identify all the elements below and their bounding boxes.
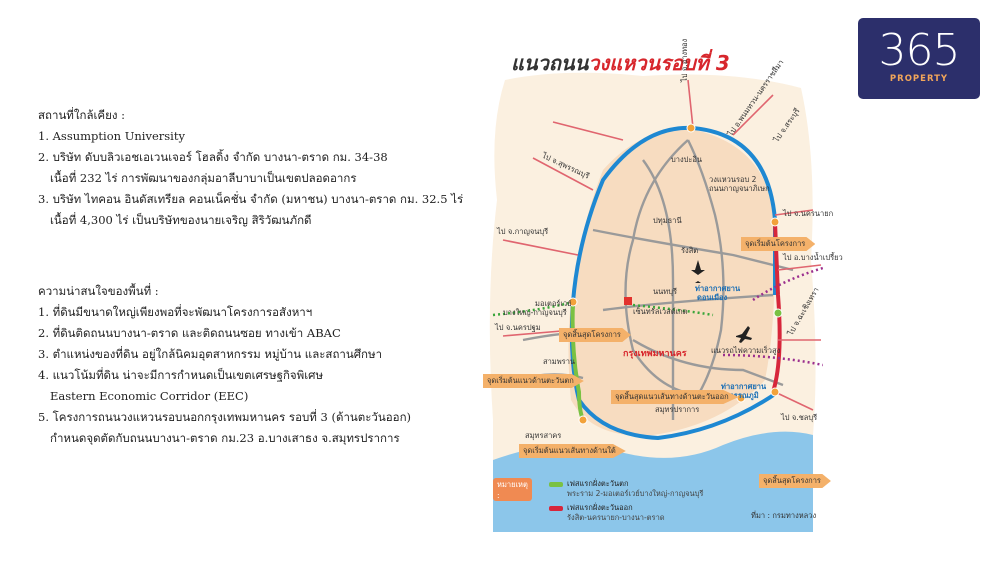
label-don-mueang-sub: ดอนเมือง bbox=[697, 293, 728, 302]
nearby-item-3: 3. บริษัท ไทคอน อินดัสเทรียล คอนเน็คชั่น… bbox=[38, 192, 464, 206]
interest-item-1: 1. ที่ดินมีขนาดใหญ่เพียงพอที่จะพัฒนาโครง… bbox=[38, 305, 313, 319]
label-to-angthong: ไป จ.อ่างทอง bbox=[680, 38, 689, 82]
interest-item-5-detail: กำหนดจุดตัดกับถนนบางนา-ตราด กม.23 อ.บางเ… bbox=[50, 431, 400, 445]
nearby-item-2: 2. บริษัท ดับบลิวเอชเอเวนเจอร์ โฮลดิ้ง จ… bbox=[38, 150, 388, 164]
interest-item-2: 2. ที่ดินติดถนนบางนา-ตราด และติดถนนซอย ท… bbox=[38, 326, 341, 340]
label-nonthaburi: นนทบุรี bbox=[653, 287, 677, 296]
map-source: ที่มา : กรมทางหลวง bbox=[751, 511, 817, 520]
legend-west-sub: พระราม 2-มอเตอร์เวย์บางใหญ่-กาญจนบุรี bbox=[567, 489, 704, 498]
label-ring2: วงแหวนรอบ 2 bbox=[709, 175, 757, 184]
label-high-speed-rail: แนวรถไฟความเร็วสูง bbox=[711, 346, 781, 355]
legend-west-title: เฟสแรกฝั่งตะวันตก bbox=[567, 479, 629, 488]
legend-east-swatch bbox=[549, 505, 563, 511]
label-samut-prakan: สมุทรปราการ bbox=[655, 405, 700, 414]
label-to-chonburi: ไป จ.ชลบุรี bbox=[781, 413, 818, 422]
map-title: แนวถนนวงแหวนรอบที่ 3 bbox=[511, 47, 730, 79]
nearby-places-section: สถานที่ใกล้เคียง : 1. Assumption Univers… bbox=[38, 105, 463, 231]
label-motorway-west: มอเตอร์เวย์ bbox=[535, 299, 572, 308]
nearby-heading: สถานที่ใกล้เคียง : bbox=[38, 108, 126, 122]
label-to-kanchanaburi: ไป จ.กาญจนบุรี bbox=[497, 227, 549, 236]
map-title-prefix: แนวถนน bbox=[511, 51, 589, 75]
legend-key: หมายเหตุ : bbox=[493, 478, 532, 501]
label-samphran: สามพราน bbox=[543, 357, 576, 366]
interest-item-4-detail: Eastern Economic Corridor (EEC) bbox=[50, 389, 249, 403]
label-bangkok: กรุงเทพมหานคร bbox=[623, 349, 687, 359]
nearby-item-2-detail: เนื้อที่ 232 ไร่ การพัฒนาของกลุ่มอาลีบาบ… bbox=[50, 171, 357, 185]
nearby-item-3-detail: เนื้อที่ 4,300 ไร่ เป็นบริษัทของนายเจริญ… bbox=[50, 213, 312, 227]
tag-start-project: จุดเริ่มต้นโครงการ bbox=[741, 237, 816, 251]
label-bang-pa-in: บางปะอิน bbox=[671, 155, 703, 164]
tag-start-south: จุดเริ่มต้นแนวเส้นทางด้านใต้ bbox=[519, 444, 626, 458]
label-rangsit: รังสิต bbox=[681, 246, 699, 255]
label-central-westgate: เซ็นทรัลเวสต์เกต bbox=[633, 307, 688, 316]
legend-east-sub: รังสิต-นครนายก-บางนา-ตราด bbox=[567, 513, 665, 522]
label-to-bangnamprieo: ไป อ.บางน้ำเปรี้ยว bbox=[783, 253, 843, 262]
logo-subtitle: PROPERTY bbox=[889, 74, 949, 84]
tag-end-east-south: จุดสิ้นสุดแนวเส้นทางด้านตะวันออก bbox=[611, 390, 739, 404]
map-title-highlight: วงแหวนรอบที่ 3 bbox=[588, 51, 730, 75]
interest-heading: ความน่าสนใจของพื้นที่ : bbox=[38, 284, 159, 298]
label-don-mueang: ท่าอากาศยาน bbox=[695, 284, 741, 293]
interest-item-4: 4. แนวโน้มที่ดิน น่าจะมีการกำหนดเป็นเขตเ… bbox=[38, 368, 324, 382]
label-pathum-thani: ปทุมธานี bbox=[653, 216, 682, 225]
label-to-nakhonpathom: ไป จ.นครปฐม bbox=[495, 323, 541, 332]
brand-logo: 365 PROPERTY bbox=[858, 18, 980, 99]
legend-west-row: เฟสแรกฝั่งตะวันตก bbox=[549, 478, 629, 490]
interest-item-3: 3. ตำแหน่งของที่ดิน อยู่ใกล้นิคมอุตสาหกร… bbox=[38, 347, 383, 361]
tag-end-project-se: จุดสิ้นสุดโครงการ bbox=[759, 474, 831, 488]
interest-item-5: 5. โครงการถนนวงแหวนรอบนอกกรุงเทพมหานคร ร… bbox=[38, 410, 412, 424]
label-ring2-sub: ถนนกาญจนาภิเษก bbox=[709, 184, 770, 193]
legend-east-row: เฟสแรกฝั่งตะวันออก bbox=[549, 502, 633, 514]
legend-west-swatch bbox=[549, 481, 563, 487]
legend-east-title: เฟสแรกฝั่งตะวันออก bbox=[567, 503, 633, 512]
logo-number: 365 bbox=[878, 25, 961, 76]
nearby-item-1: 1. Assumption University bbox=[38, 129, 185, 143]
label-suvarnabhumi-sub: สุวรรณภูมิ bbox=[725, 391, 759, 400]
label-motorway-west-sub: บางใหญ่-กาญจนบุรี bbox=[503, 308, 567, 317]
tag-start-west: จุดเริ่มต้นแนวด้านตะวันตก bbox=[483, 374, 584, 388]
tag-end-project-west: จุดสิ้นสุดโครงการ bbox=[559, 328, 631, 342]
area-interest-section: ความน่าสนใจของพื้นที่ : 1. ที่ดินมีขนาดใ… bbox=[38, 281, 411, 449]
label-samut-sakhon: สมุทรสาคร bbox=[525, 431, 562, 440]
label-to-nakhonnayok: ไป จ.นครนายก bbox=[783, 209, 834, 218]
label-suvarnabhumi: ท่าอากาศยาน bbox=[721, 382, 767, 391]
ring-road-map: แนวถนนวงแหวนรอบที่ 3 ไป จ.อ่างทอง ไป อ.พ… bbox=[483, 38, 843, 532]
